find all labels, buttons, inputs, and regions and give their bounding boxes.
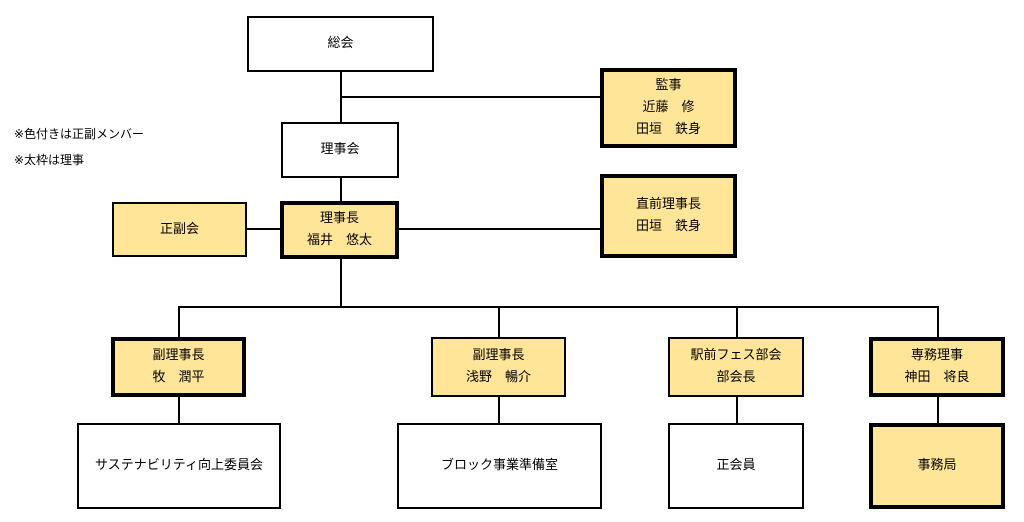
general-assembly-label: 総会 [327, 36, 354, 51]
connector-board-president [340, 177, 342, 202]
note-thick: ※太枠は理事 [14, 153, 85, 167]
auditors-box: 監事 近藤 修 田垣 鉄身 [600, 68, 737, 148]
fes-role: 部会長 [716, 370, 756, 385]
connector-members [736, 396, 738, 424]
connector-seifukukai [246, 228, 282, 230]
connector-sustainability [178, 396, 180, 424]
seifukukai-label: 正副会 [159, 221, 199, 237]
past-president-name: 田垣 鉄身 [635, 219, 701, 234]
past-president-box: 直前理事長 田垣 鉄身 [600, 174, 737, 258]
connector-branch-bar [178, 306, 939, 308]
connector-secretary [937, 306, 939, 338]
connector-fes [736, 306, 738, 338]
vp2-box: 副理事長 浅野 暢介 [431, 337, 566, 397]
connector-auditors [340, 96, 602, 98]
block-label: ブロック事業準備室 [440, 458, 558, 473]
secretary-box: 専務理事 神田 将良 [869, 337, 1005, 397]
secretary-title: 専務理事 [910, 348, 963, 363]
president-box: 理事長 福井 悠太 [280, 201, 399, 259]
connector-past-president [398, 228, 602, 230]
past-president-title: 直前理事長 [635, 197, 701, 212]
auditor-name-2: 田垣 鉄身 [635, 122, 701, 137]
members-box: 正会員 [668, 423, 804, 509]
auditors-title: 監事 [655, 78, 682, 93]
connector-block [498, 396, 500, 424]
secretariat-label: 事務局 [917, 458, 957, 473]
president-name: 福井 悠太 [306, 233, 372, 248]
members-label: 正会員 [716, 458, 756, 473]
connector-secretariat [937, 396, 939, 424]
vp2-name: 浅野 暢介 [465, 370, 531, 385]
fes-title: 駅前フェス部会 [690, 348, 782, 363]
secretariat-box: 事務局 [869, 423, 1005, 509]
vp1-title: 副理事長 [152, 348, 205, 363]
fes-box: 駅前フェス部会 部会長 [668, 337, 804, 397]
connector-president-branch [340, 258, 342, 307]
general-assembly-box: 総会 [247, 16, 434, 72]
connector-vp2 [498, 306, 500, 338]
vp2-title: 副理事長 [472, 348, 525, 363]
auditor-name-1: 近藤 修 [642, 100, 695, 115]
board-box: 理事会 [281, 122, 399, 178]
board-label: 理事会 [320, 142, 360, 157]
sustainability-box: サステナビリティ向上委員会 [77, 423, 281, 509]
secretary-name: 神田 将良 [904, 370, 970, 385]
president-title: 理事長 [319, 211, 359, 226]
vp1-box: 副理事長 牧 潤平 [111, 337, 246, 397]
note-colored: ※色付きは正副メンバー [14, 127, 145, 141]
connector-vp1 [178, 306, 180, 338]
block-box: ブロック事業準備室 [397, 423, 602, 509]
seifukukai-box: 正副会 [112, 202, 247, 257]
sustainability-label: サステナビリティ向上委員会 [95, 458, 263, 473]
vp1-name: 牧 潤平 [152, 370, 205, 385]
